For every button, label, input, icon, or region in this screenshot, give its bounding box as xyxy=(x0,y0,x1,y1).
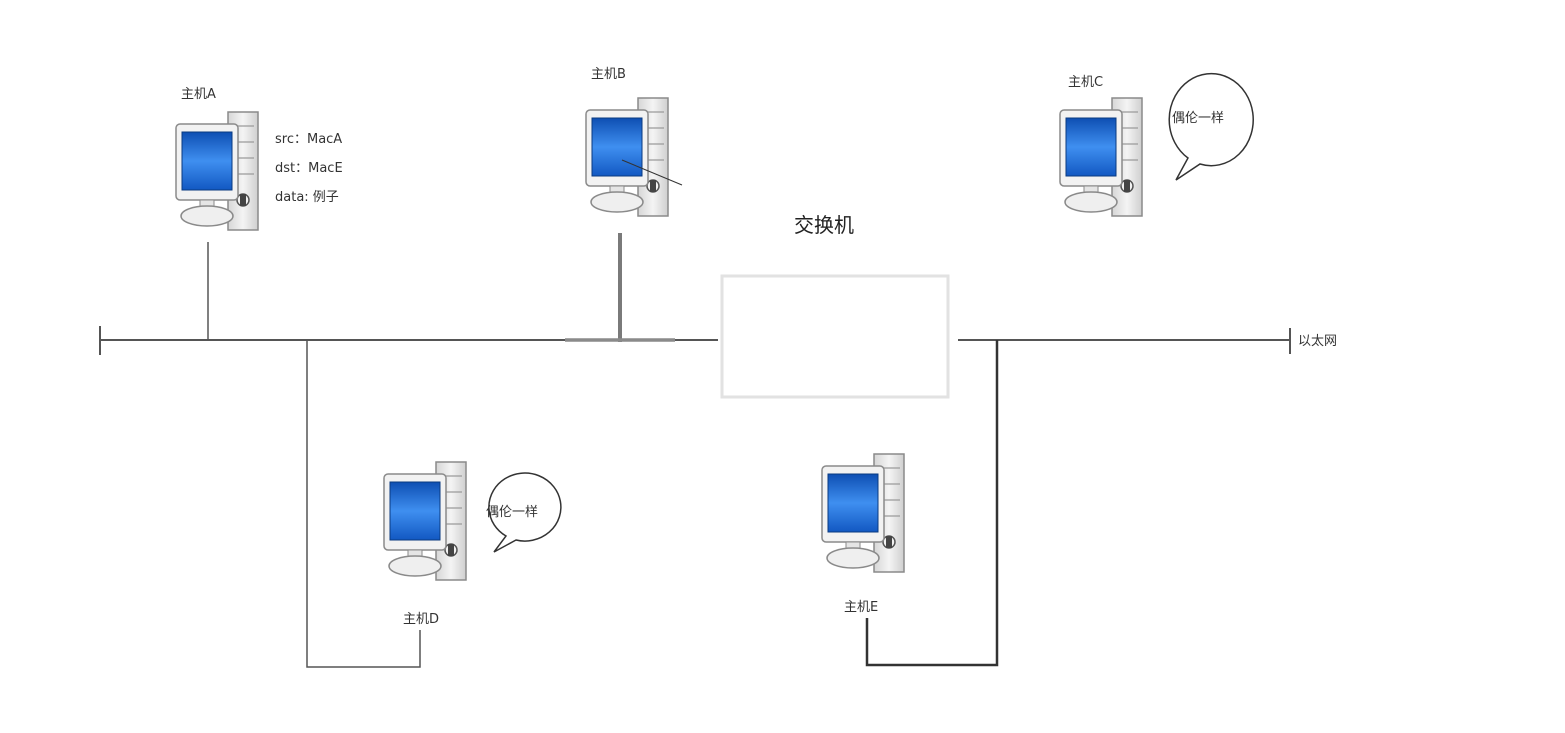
frame-src: src：MacA xyxy=(275,132,343,147)
host-d-link xyxy=(306,340,421,668)
host-d-speech-bubble xyxy=(488,472,562,553)
host-a-label: 主机A xyxy=(181,87,216,102)
host-e-label: 主机E xyxy=(844,600,879,615)
host-c-bubble-text: 偶伦一样 xyxy=(1172,111,1225,126)
frame-data: data: 例子 xyxy=(275,190,339,205)
frame-dst: dst：MacE xyxy=(275,161,343,176)
host-b-pointer-line xyxy=(621,159,683,186)
host-d-label: 主机D xyxy=(403,612,440,627)
host-b-label: 主机B xyxy=(591,67,626,82)
switch-label: 交换机 xyxy=(794,213,854,237)
host-e-computer-icon xyxy=(821,453,905,573)
host-c-speech-bubble xyxy=(1168,72,1254,181)
host-b-computer-icon xyxy=(585,97,669,217)
host-a-computer-icon xyxy=(175,111,259,231)
host-c-computer-icon xyxy=(1059,97,1143,217)
switch-box xyxy=(720,274,950,399)
host-e-link xyxy=(865,340,999,667)
ethernet-label: 以太网 xyxy=(1298,334,1338,349)
host-c-label: 主机C xyxy=(1068,75,1104,90)
host-d-computer-icon xyxy=(383,461,467,581)
host-d-bubble-text: 偶伦一样 xyxy=(486,505,539,520)
